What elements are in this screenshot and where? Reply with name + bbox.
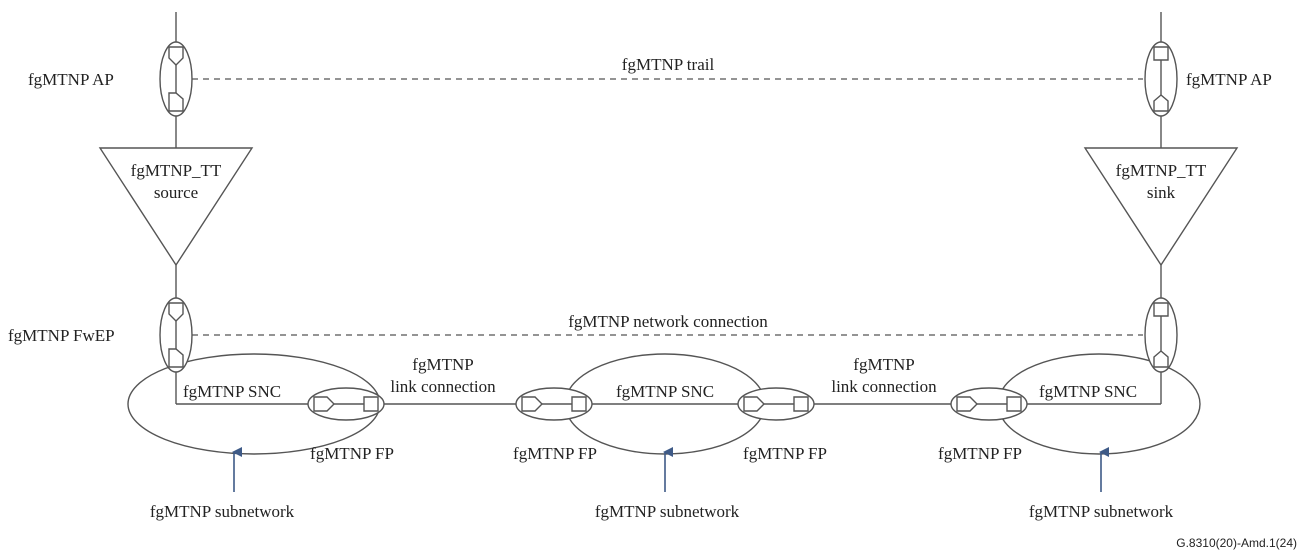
fp-symbol-2	[515, 387, 593, 421]
tt-sink-label-line1: fgMTNP_TT	[1116, 161, 1207, 180]
fp-symbol-1	[307, 387, 385, 421]
ap-left-label: fgMTNP AP	[28, 70, 114, 89]
network-connection-label: fgMTNP network connection	[568, 312, 768, 331]
subnetwork-middle-label: fgMTNP subnetwork	[595, 502, 740, 521]
figure-reference: G.8310(20)-Amd.1(24)	[1176, 536, 1297, 550]
subnetwork-left-label: fgMTNP subnetwork	[150, 502, 295, 521]
link-connection-1-label-line2: link connection	[390, 377, 496, 396]
fwep-left-symbol	[159, 297, 193, 373]
link-connection-2-label-line1: fgMTNP	[853, 355, 914, 374]
snc-middle-label: fgMTNP SNC	[616, 382, 714, 401]
subnetwork-right-label: fgMTNP subnetwork	[1029, 502, 1174, 521]
fp-1-label: fgMTNP FP	[310, 444, 394, 463]
ap-left-symbol	[159, 41, 193, 117]
fp-2-label: fgMTNP FP	[513, 444, 597, 463]
fp-symbol-3	[737, 387, 815, 421]
snc-right-label: fgMTNP SNC	[1039, 382, 1137, 401]
snc-left-label: fgMTNP SNC	[183, 382, 281, 401]
trail-label: fgMTNP trail	[622, 55, 715, 74]
tt-source-triangle	[98, 147, 254, 267]
tt-sink-triangle	[1083, 147, 1239, 267]
fwep-right-symbol	[1144, 297, 1178, 373]
tt-source-label-line1: fgMTNP_TT	[131, 161, 222, 180]
ap-right-label: fgMTNP AP	[1186, 70, 1272, 89]
fwep-label: fgMTNP FwEP	[8, 326, 115, 345]
ap-right-symbol	[1144, 41, 1178, 117]
tt-source-label-line2: source	[154, 183, 198, 202]
fp-symbol-4	[950, 387, 1028, 421]
tt-sink-label-line2: sink	[1147, 183, 1176, 202]
fp-3-label: fgMTNP FP	[743, 444, 827, 463]
link-connection-2-label-line2: link connection	[831, 377, 937, 396]
link-connection-1-label-line1: fgMTNP	[412, 355, 473, 374]
fp-4-label: fgMTNP FP	[938, 444, 1022, 463]
